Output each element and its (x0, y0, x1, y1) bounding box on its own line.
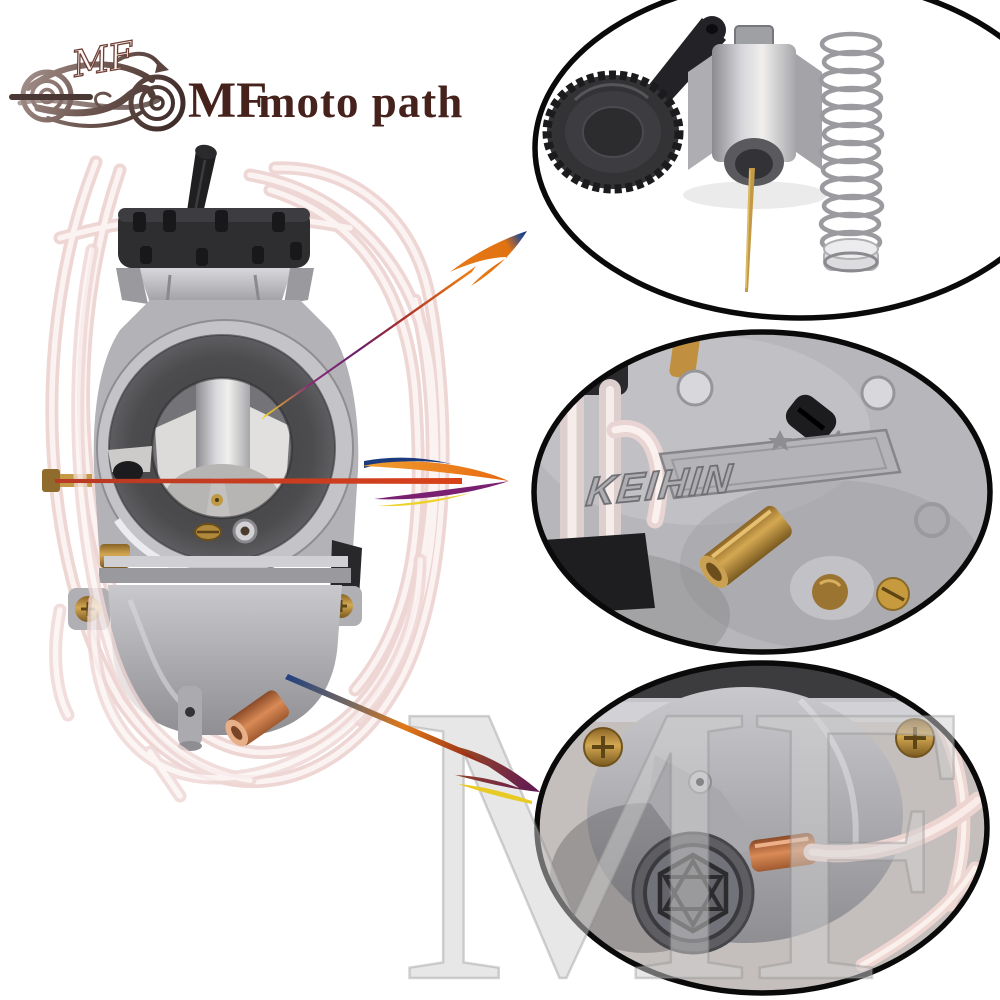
air-screw-head (42, 469, 60, 492)
brass-inlet-stub (699, 505, 792, 589)
top-cap-part (542, 16, 726, 194)
body-screw-1 (676, 369, 714, 407)
float-bowl (108, 585, 342, 735)
logo-script-text: MF (68, 34, 139, 86)
copper-fitting (225, 690, 290, 747)
drain-hose (803, 791, 987, 863)
overflow-arm (648, 755, 760, 870)
hex-drain-plug (631, 831, 755, 955)
spring-part (818, 31, 885, 255)
body-screw-2 (860, 375, 896, 411)
bowl-screw-a (583, 727, 623, 767)
callout-arrows (55, 231, 540, 804)
main-product-photo (42, 144, 450, 803)
logo-brand-text: MF (188, 73, 267, 129)
callout-bottom-border (534, 660, 990, 996)
arrow-to-top-callout (261, 231, 527, 420)
copper-overflow-fitting (749, 832, 817, 872)
callout-middle: KEIHIN (531, 329, 993, 655)
motorcycle-swirl-logo-icon (9, 51, 186, 132)
watermark-text: MF (398, 622, 960, 1000)
arrow-to-bottom-callout (285, 674, 540, 804)
throttle-slide-part (683, 25, 827, 292)
callout-top-border (532, 0, 1000, 321)
carburetor (42, 144, 362, 751)
fuel-hoses-front (49, 243, 427, 803)
keihin-star-icon (768, 430, 792, 451)
bowl-screw-b (895, 718, 935, 758)
arrow-to-middle-callout (55, 457, 509, 507)
logo-tagline-text: moto path (258, 77, 463, 127)
spring-seat-part (823, 238, 879, 273)
side-port-hole (113, 461, 143, 483)
brand-logo: MF MF moto path (9, 34, 463, 132)
keihin-plate: KEIHIN (583, 428, 902, 516)
callout-middle-border (531, 329, 993, 655)
callout-top (532, 0, 1000, 321)
